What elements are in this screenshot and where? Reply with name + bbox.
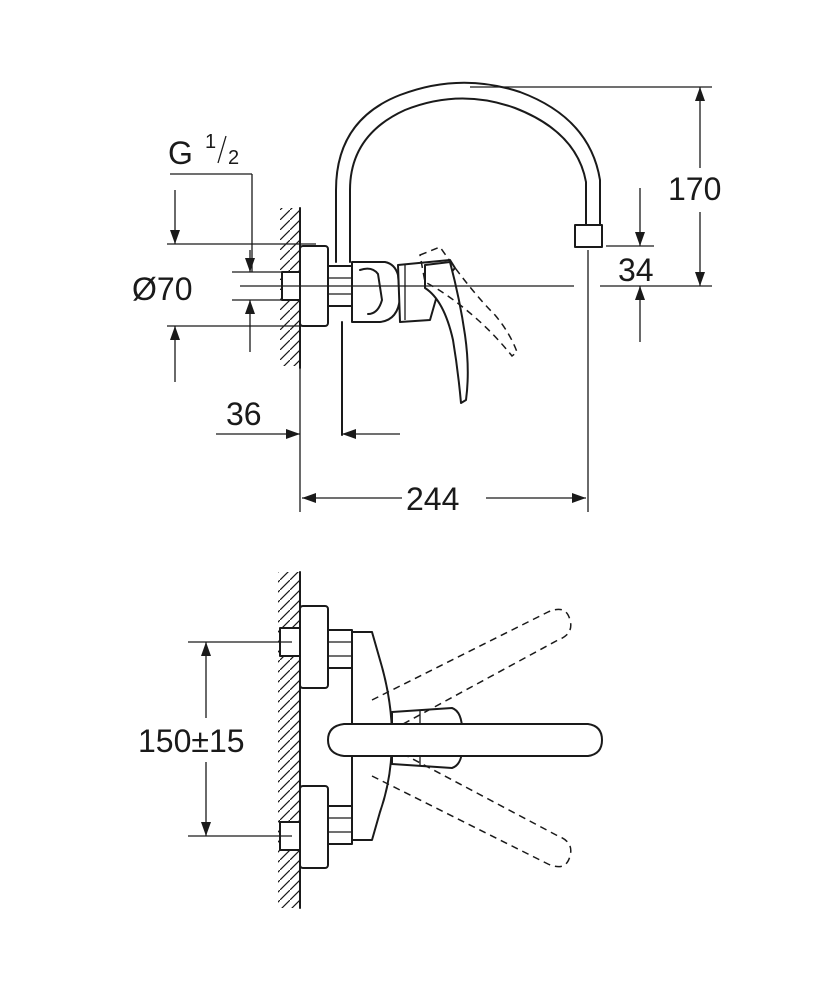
spout-outlet-dimension: 34 — [606, 188, 654, 342]
thread-label: G 1 2 — [168, 131, 239, 171]
body-depth-text: 36 — [226, 396, 262, 432]
top-view: 150±15 — [138, 571, 603, 909]
lever-handle-side — [424, 261, 469, 404]
diameter-text: Ø70 — [132, 271, 192, 307]
side-view: G 1 2 Ø70 170 34 — [132, 81, 721, 517]
inlet-spacing-dimension: 150±15 — [138, 641, 292, 837]
body-depth-dimension: 36 — [216, 396, 400, 439]
diameter-dimension — [170, 190, 255, 382]
thread-denominator-text: 2 — [228, 147, 239, 169]
spout-height-text: 170 — [668, 171, 721, 207]
total-reach-text: 244 — [406, 481, 459, 517]
spout-swing-dashed — [371, 608, 572, 868]
total-reach-dimension: 244 — [299, 250, 589, 517]
wall-top — [278, 571, 301, 909]
spout-outlet-text: 34 — [618, 252, 654, 288]
spout-top — [327, 723, 603, 757]
thread-numerator-text: 1 — [205, 131, 216, 153]
spout-height-dimension: 170 — [470, 86, 721, 287]
thread-main-text: G — [168, 135, 193, 171]
spout-side — [335, 81, 603, 263]
inlet-spacing-text: 150±15 — [138, 723, 245, 759]
lever-handle-dashed — [419, 246, 518, 358]
reference-lines — [167, 173, 574, 327]
